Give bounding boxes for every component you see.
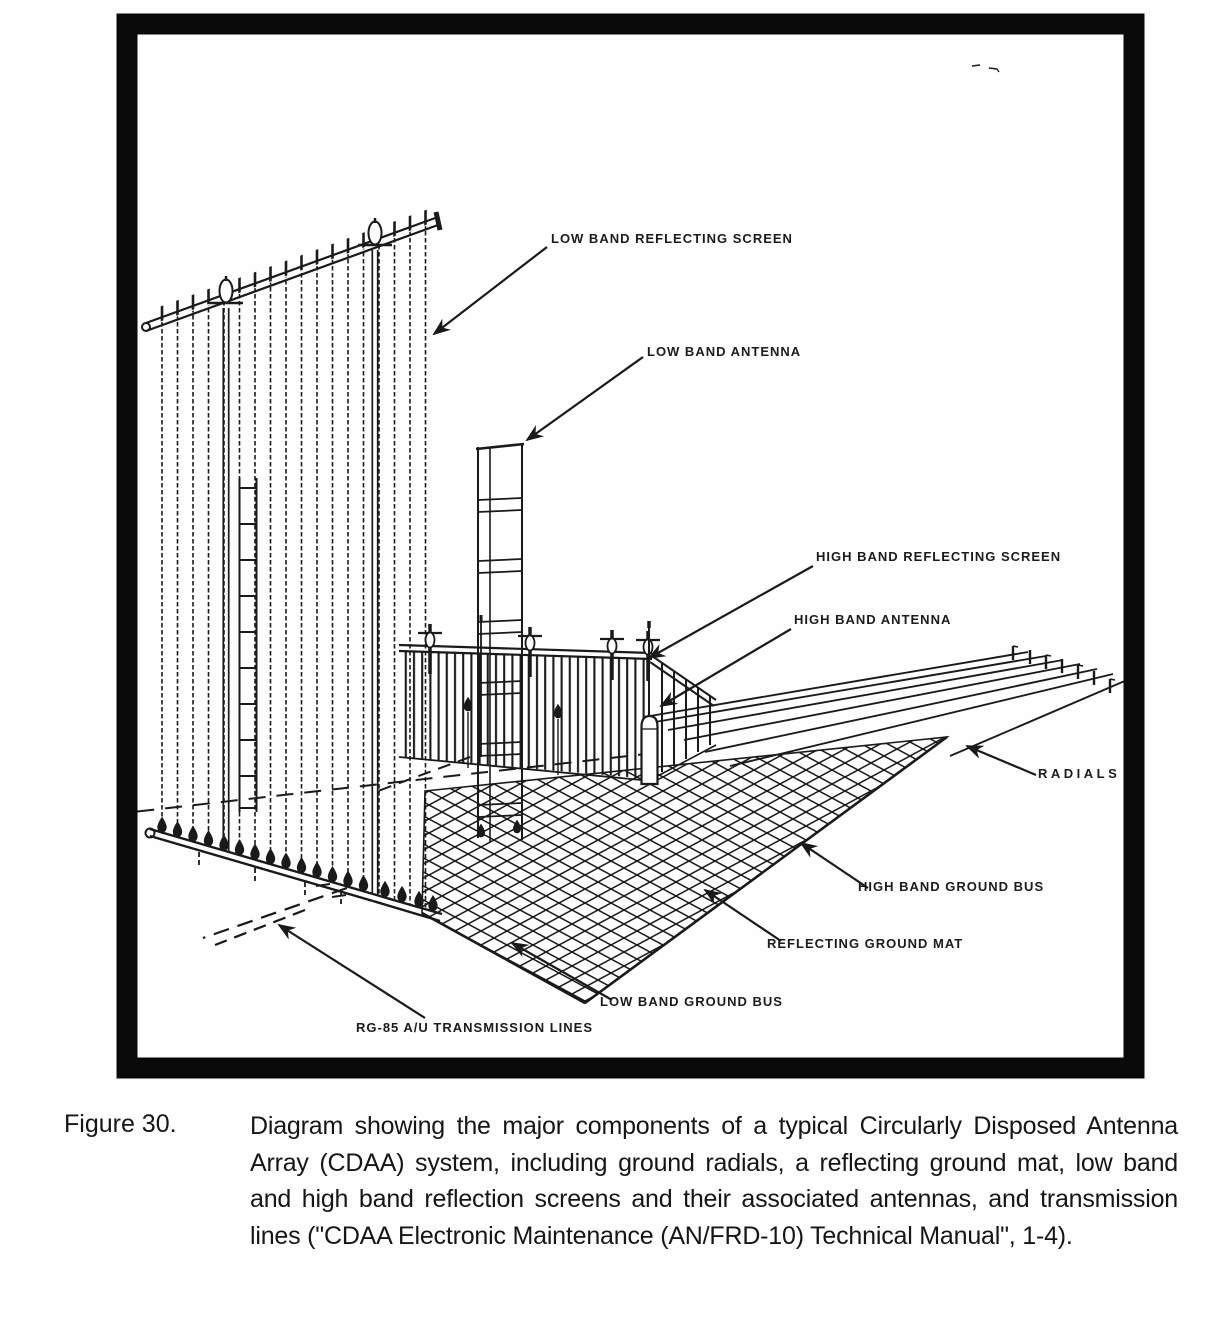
- label-low-band-reflecting-screen: LOW BAND REFLECTING SCREEN: [551, 231, 793, 246]
- figure-frame: [116, 13, 1145, 1079]
- fence-return-face: [649, 655, 717, 780]
- label-high-band-reflecting-screen: HIGH BAND REFLECTING SCREEN: [816, 549, 1062, 564]
- label-reflecting-ground-mat: REFLECTING GROUND MAT: [767, 936, 964, 951]
- figure-caption: Diagram showing the major components of …: [250, 1108, 1178, 1254]
- high-band-antenna-shape: [640, 621, 659, 786]
- ground-mat: [421, 735, 950, 1005]
- caption-line: Array (CDAA) system, including ground ra…: [250, 1148, 1178, 1177]
- figure-number: Figure 30.: [64, 1110, 177, 1138]
- high-band-screen: [398, 615, 717, 782]
- label-low-band-antenna: LOW BAND ANTENNA: [647, 344, 802, 359]
- label-rg-85-transmission-lines: RG-85 A/U TRANSMISSION LINES: [356, 1020, 593, 1035]
- label-high-band-antenna: HIGH BAND ANTENNA: [794, 612, 952, 627]
- label-radials: RADIALS: [1038, 766, 1121, 781]
- label-low-band-ground-bus: LOW BAND GROUND BUS: [600, 994, 783, 1009]
- low-band-antenna-tower: [475, 442, 525, 842]
- caption-line: and high band reflection screens and the…: [250, 1185, 1178, 1213]
- label-high-band-ground-bus: HIGH BAND GROUND BUS: [858, 879, 1045, 894]
- leader-arrows: [277, 246, 1037, 1019]
- caption-line: lines ("CDAA Electronic Maintenance (AN/…: [250, 1221, 1073, 1250]
- scan-specks: [971, 64, 1000, 73]
- screen-mast-right: [358, 218, 392, 895]
- screen-mast-left: [209, 276, 243, 853]
- screen-ladder: [238, 478, 258, 812]
- low-band-screen: [141, 207, 443, 923]
- caption-line: Diagram showing the major components of …: [250, 1112, 1178, 1140]
